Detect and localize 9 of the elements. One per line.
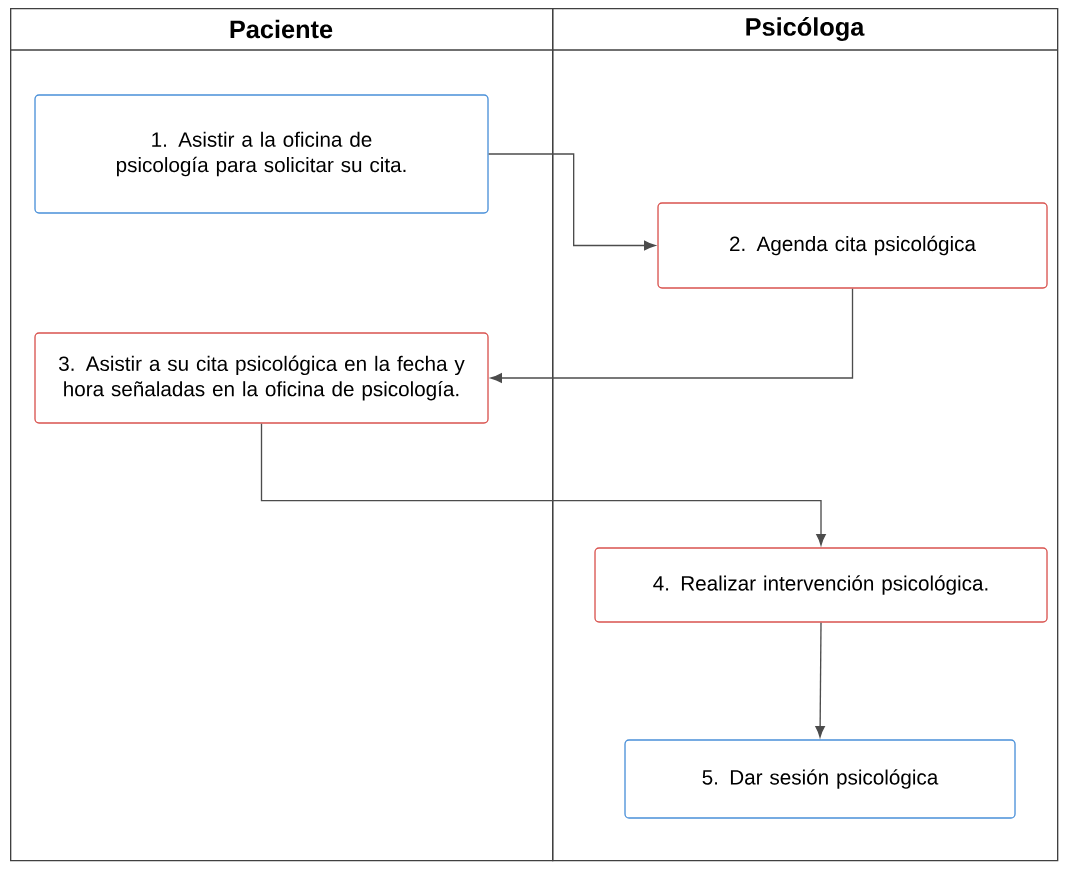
process-box: 4. Realizar intervención psicológica. <box>594 547 1048 623</box>
arrow <box>260 423 826 546</box>
arrow <box>490 288 854 383</box>
process-box: 2. Agenda cita psicológica <box>657 202 1048 289</box>
process-box: 1. Asistir a la oficina de psicología para solicitar su cita. <box>34 94 489 214</box>
arrow <box>815 622 825 738</box>
process-box: 5. Dar sesión psicológica <box>624 739 1016 819</box>
process-box: 3. Asistir a su cita psicológica en la fecha y hora señaladas en la oficina de psicología. <box>34 332 489 424</box>
arrow <box>488 153 656 251</box>
